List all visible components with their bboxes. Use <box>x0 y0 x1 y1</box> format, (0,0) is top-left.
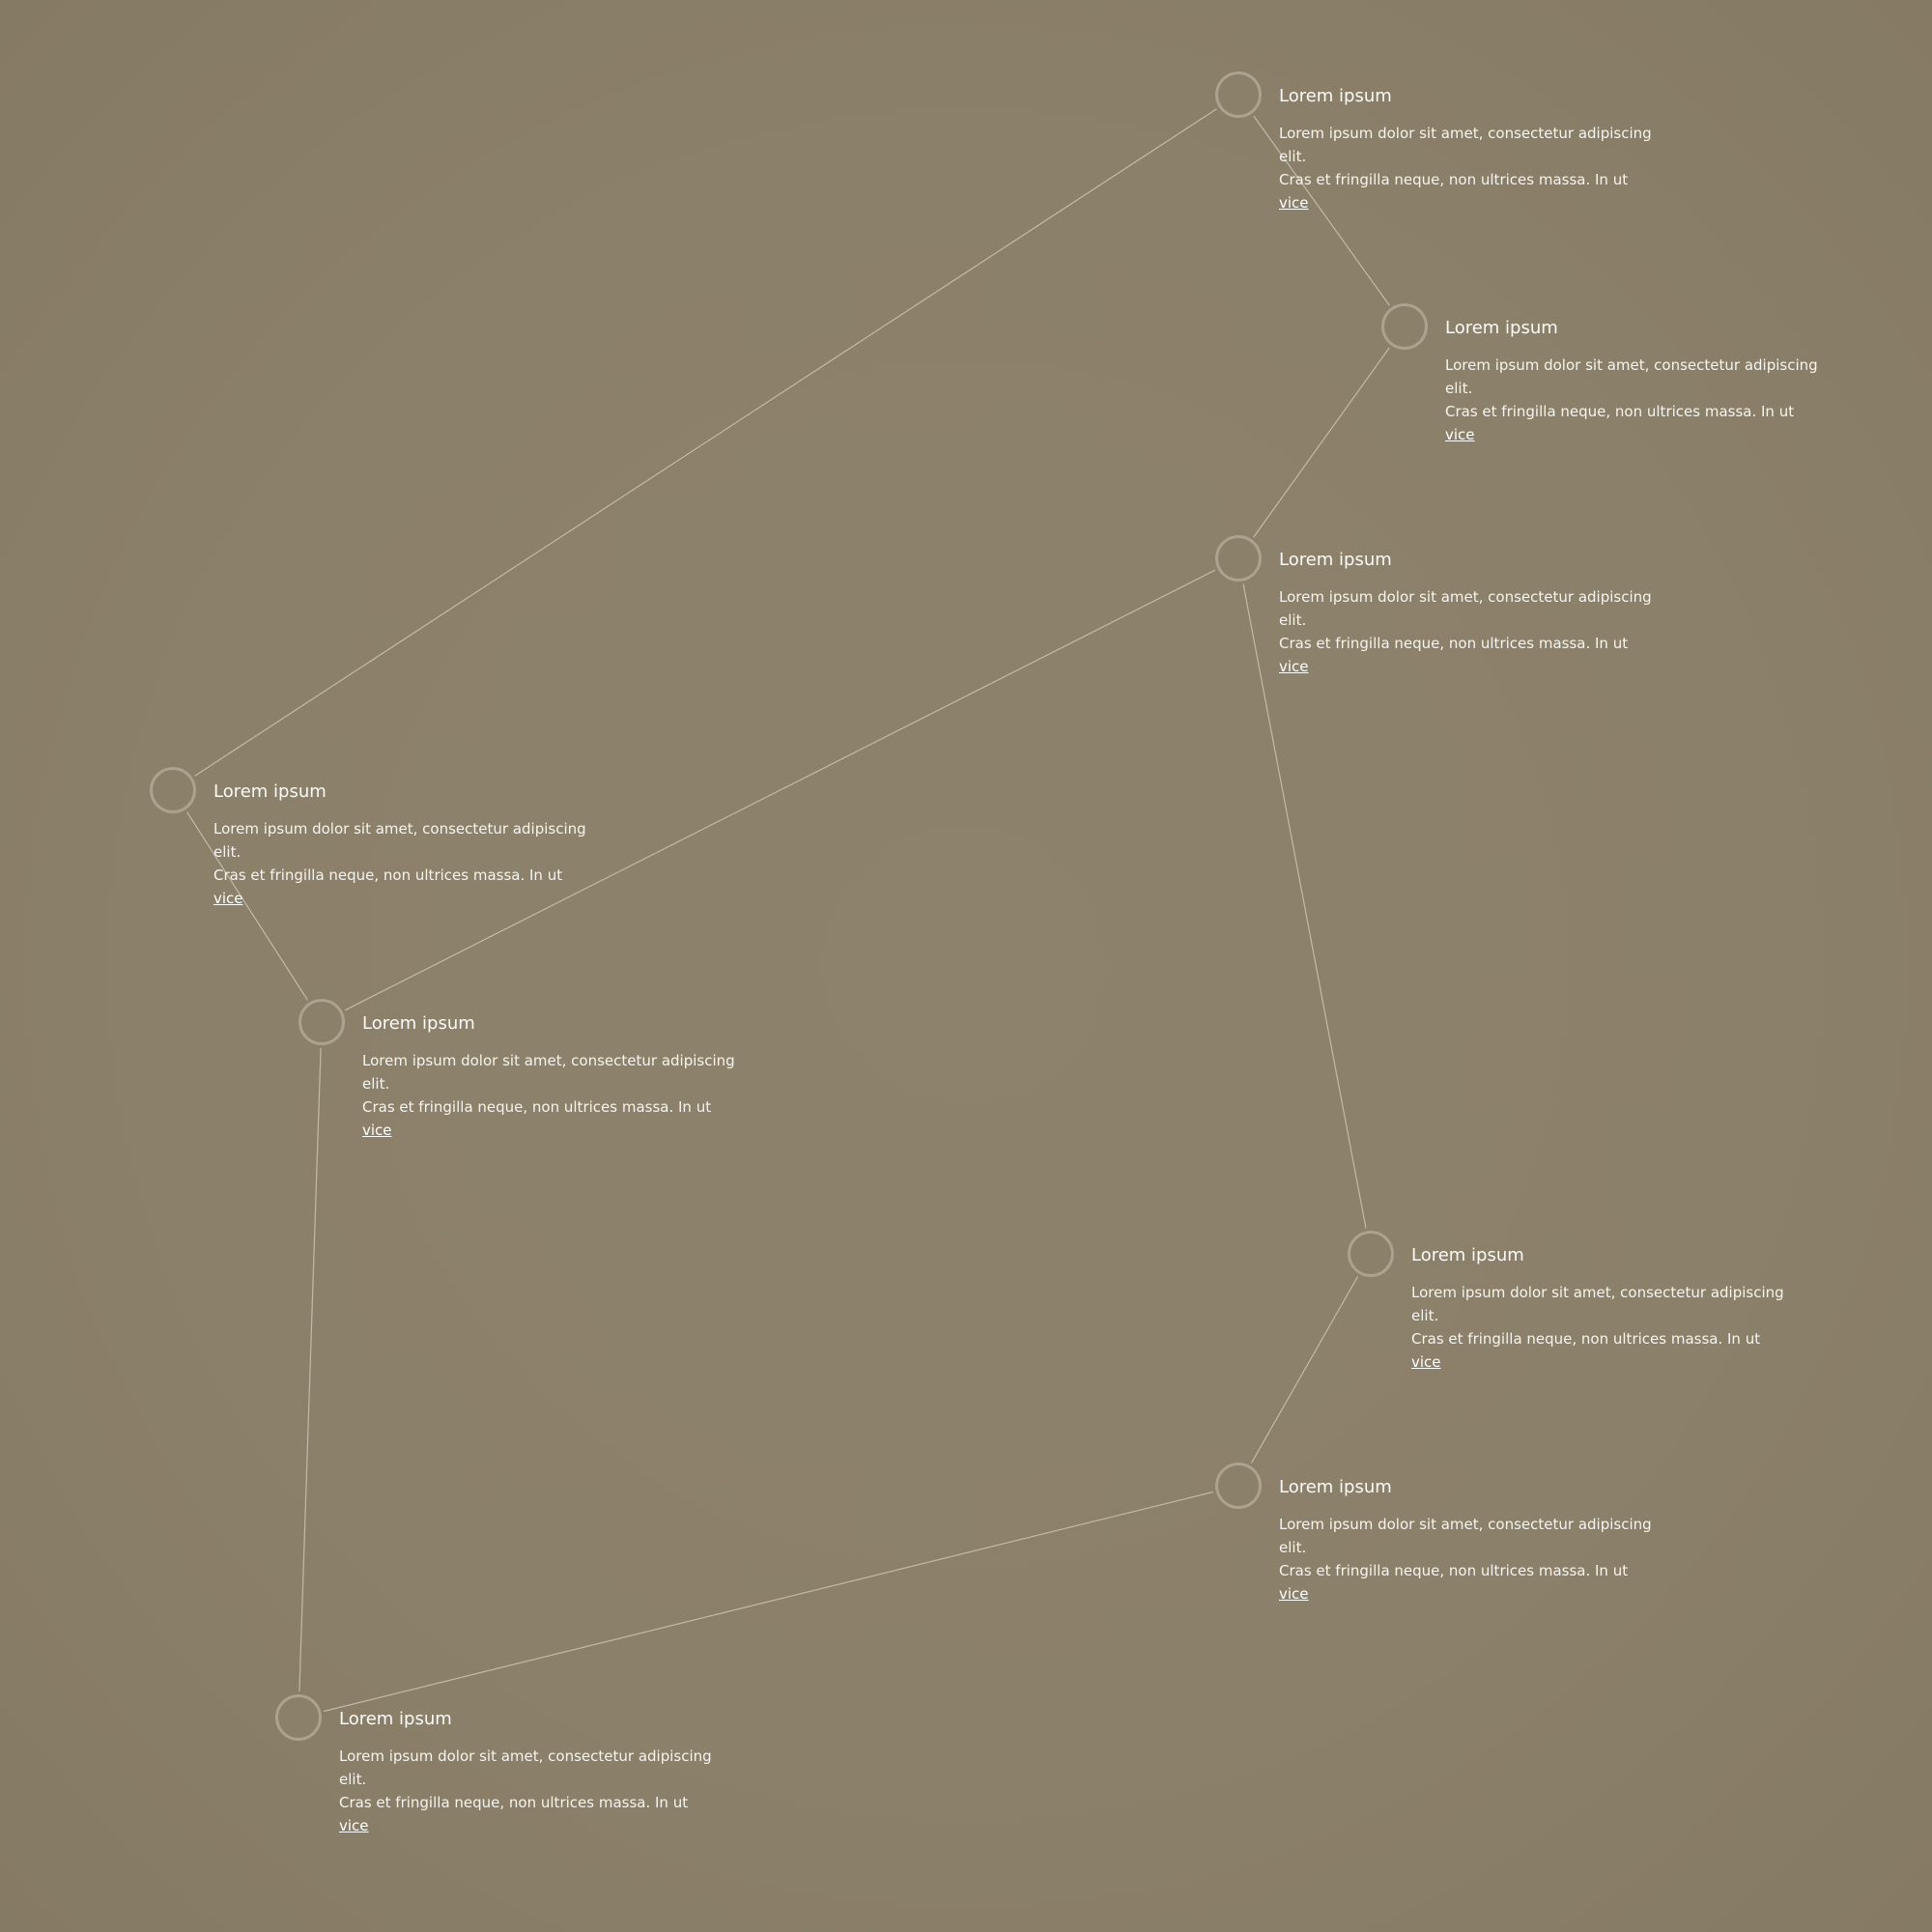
connector-n7-n8 <box>324 1491 1213 1713</box>
node-circle[interactable] <box>1215 71 1262 118</box>
node-title: Lorem ipsum <box>1411 1245 1524 1265</box>
node-description-line-1: Lorem ipsum dolor sit amet, consectetur … <box>362 1052 735 1093</box>
node-title: Lorem ipsum <box>213 781 327 802</box>
node-circle[interactable] <box>1215 1463 1262 1509</box>
node-link[interactable]: vice <box>1411 1353 1441 1371</box>
node-description-line-2: Cras et fringilla neque, non ultrices ma… <box>362 1098 712 1116</box>
connector-n3-n6 <box>1242 583 1367 1229</box>
connector-n2-n3 <box>1253 347 1390 538</box>
node-link[interactable]: vice <box>1279 658 1309 675</box>
node-description-line-1: Lorem ipsum dolor sit amet, consectetur … <box>339 1747 712 1788</box>
node-link[interactable]: vice <box>1279 194 1309 212</box>
connector-n5-n3 <box>344 569 1216 1011</box>
node-description-line-1: Lorem ipsum dolor sit amet, consectetur … <box>1279 125 1652 165</box>
node-description-line-1: Lorem ipsum dolor sit amet, consectetur … <box>213 820 586 861</box>
node-description-line-2: Cras et fringilla neque, non ultrices ma… <box>1279 635 1629 652</box>
node-link[interactable]: vice <box>339 1817 369 1834</box>
node-title: Lorem ipsum <box>339 1709 452 1729</box>
node-title: Lorem ipsum <box>362 1013 475 1034</box>
node-circle[interactable] <box>1381 303 1428 350</box>
node-link[interactable]: vice <box>1279 1585 1309 1603</box>
connector-n5-n4 <box>186 811 308 1001</box>
node-title: Lorem ipsum <box>1445 318 1558 338</box>
node-link[interactable]: vice <box>1445 426 1475 443</box>
node-title: Lorem ipsum <box>1279 86 1392 106</box>
node-description-line-1: Lorem ipsum dolor sit amet, consectetur … <box>1279 1516 1652 1556</box>
node-circle[interactable] <box>298 999 345 1045</box>
node-link[interactable]: vice <box>213 890 243 907</box>
connector-n6-n7 <box>1250 1276 1359 1463</box>
node-circle[interactable] <box>1215 535 1262 582</box>
node-description-line-2: Cras et fringilla neque, non ultrices ma… <box>1279 171 1629 188</box>
connector-n1-n2 <box>1253 115 1390 306</box>
node-description-line-2: Cras et fringilla neque, non ultrices ma… <box>1279 1562 1629 1579</box>
node-description-line-2: Cras et fringilla neque, non ultrices ma… <box>339 1794 689 1811</box>
node-title: Lorem ipsum <box>1279 1477 1392 1497</box>
node-description-line-1: Lorem ipsum dolor sit amet, consectetur … <box>1411 1284 1784 1324</box>
node-description-line-2: Cras et fringilla neque, non ultrices ma… <box>213 867 563 884</box>
node-description-line-1: Lorem ipsum dolor sit amet, consectetur … <box>1279 588 1652 629</box>
node-description-line-2: Cras et fringilla neque, non ultrices ma… <box>1445 403 1795 420</box>
node-title: Lorem ipsum <box>1279 550 1392 570</box>
node-circle[interactable] <box>1348 1231 1394 1277</box>
node-circle[interactable] <box>275 1694 322 1741</box>
node-description-line-1: Lorem ipsum dolor sit amet, consectetur … <box>1445 356 1818 397</box>
connector-n4-n1 <box>194 108 1217 777</box>
node-description-line-2: Cras et fringilla neque, non ultrices ma… <box>1411 1330 1761 1348</box>
node-circle[interactable] <box>150 767 196 813</box>
node-link[interactable]: vice <box>362 1122 392 1139</box>
connector-n8-n5 <box>298 1047 322 1692</box>
